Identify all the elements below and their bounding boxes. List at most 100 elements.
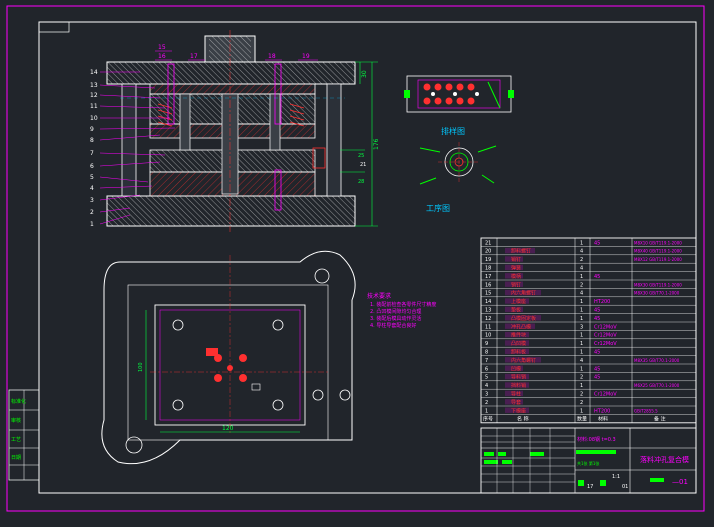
bom-name-6: 凹模 bbox=[511, 365, 521, 372]
upper-die-seat bbox=[106, 61, 356, 85]
bom-highlight-19 bbox=[505, 256, 523, 262]
balloon-1: 1 bbox=[90, 221, 94, 228]
bom-mat-5: 45 bbox=[594, 375, 600, 381]
tech-req-3: 3. 装配后模具动作灵活 bbox=[370, 315, 421, 322]
bom-name-4: 挡料销 bbox=[511, 382, 526, 389]
bom-mat-13: 45 bbox=[594, 308, 600, 314]
bom-std-15: M8X30 GB/T70.1-2000 bbox=[634, 291, 680, 296]
lower-screw bbox=[274, 169, 282, 211]
bom-no-11: 11 bbox=[485, 324, 491, 330]
bom-mat-3: Cr12MoV bbox=[594, 392, 617, 398]
balloon-10: 10 bbox=[90, 115, 98, 122]
strip-layout-view[interactable]: 排样图 bbox=[404, 75, 514, 136]
guide-post-left bbox=[121, 83, 137, 197]
front-section-view[interactable] bbox=[106, 30, 356, 232]
weight-label: 01 bbox=[622, 484, 628, 490]
bom-highlight-6 bbox=[505, 365, 523, 371]
bom-name-1: 下模座 bbox=[511, 407, 526, 414]
sheet-border bbox=[6, 5, 705, 512]
bom-qty-12: 1 bbox=[580, 316, 583, 322]
drawing-number: —01 bbox=[672, 478, 688, 486]
bom-no-5: 5 bbox=[485, 375, 488, 381]
bom-highlight-8 bbox=[505, 348, 529, 355]
bom-qty-8: 1 bbox=[580, 350, 583, 356]
bom-no-9: 9 bbox=[485, 341, 488, 347]
tech-req-1: 1. 装配前检查各零件尺寸精度 bbox=[370, 301, 436, 308]
bom-name-19: 销钉 bbox=[511, 256, 521, 263]
bom-header-name: 名 称 bbox=[517, 416, 529, 423]
bom-no-6: 6 bbox=[485, 366, 488, 372]
bom-no-7: 7 bbox=[485, 358, 488, 364]
bom-no-20: 20 bbox=[485, 249, 491, 255]
bom-name-11: 冲孔凸模 bbox=[511, 323, 531, 330]
bom-qty-9: 1 bbox=[580, 341, 583, 347]
bom-highlight-20 bbox=[505, 247, 535, 254]
bom-highlight-4 bbox=[505, 382, 529, 388]
bom-header-no: 序号 bbox=[483, 416, 493, 423]
bom-mat-6: 45 bbox=[594, 366, 600, 372]
workpiece-label: 工序图 bbox=[426, 203, 450, 213]
qty-label: 17 bbox=[587, 484, 593, 490]
bom-highlight-17 bbox=[505, 273, 523, 279]
bom-name-3: 导柱 bbox=[511, 391, 521, 398]
bom-name-15: 内六角螺钉 bbox=[511, 290, 536, 297]
balloon-3: 3 bbox=[90, 197, 94, 204]
bom-highlight-15 bbox=[505, 289, 541, 296]
strip-label-1: 审核 bbox=[11, 417, 21, 424]
part-balloons: 14 13 12 11 10 9 8 7 6 5 4 3 2 1 15 16 1… bbox=[90, 44, 318, 228]
bom-name-17: 模柄 bbox=[511, 273, 521, 280]
punch-1 bbox=[179, 93, 191, 151]
bom-highlight-9 bbox=[505, 340, 529, 346]
balloon-2: 2 bbox=[90, 209, 94, 216]
bom-name-20: 卸料螺钉 bbox=[511, 248, 531, 255]
balloon-4: 4 bbox=[90, 185, 94, 192]
balloon-21: 21 bbox=[360, 162, 366, 168]
bom-highlight-16 bbox=[505, 281, 523, 287]
backing-plate bbox=[149, 83, 316, 95]
bom-mat-9: Cr12MoV bbox=[594, 341, 617, 347]
top-label-16: 16 bbox=[158, 53, 166, 60]
part-name: 落料冲孔复合模 bbox=[640, 455, 689, 464]
bom-qty-7: 4 bbox=[580, 358, 583, 364]
bom-highlight-10 bbox=[505, 331, 529, 338]
bom-std-4: M6X25 GB/T70.1-2000 bbox=[634, 383, 680, 388]
bom-no-15: 15 bbox=[485, 291, 491, 297]
bom-name-16: 销钉 bbox=[511, 281, 521, 288]
corner-box bbox=[38, 21, 70, 33]
lower-die-seat bbox=[106, 195, 356, 227]
bom-no-17: 17 bbox=[485, 274, 491, 280]
bom-no-21: 21 bbox=[485, 240, 491, 246]
bom-highlight-11 bbox=[505, 323, 535, 329]
bom-std-20: M8X40 GB/T119.1-2000 bbox=[634, 249, 682, 254]
tech-req-4: 4. 导柱导套配合良好 bbox=[370, 322, 416, 329]
bom-header-std: 备 注 bbox=[654, 416, 666, 423]
plan-view[interactable]: 120 100 bbox=[101, 250, 356, 465]
bom-std-16: M8X30 GB/T119.1-2000 bbox=[634, 282, 682, 287]
bom-qty-3: 2 bbox=[580, 392, 583, 398]
balloon-12: 12 bbox=[90, 92, 98, 99]
bom-name-18: 弹簧 bbox=[511, 265, 521, 272]
title-block[interactable]: 材料:08钢 t=0.3 落料冲孔复合模 —01 1:1 17 01 共1张 第… bbox=[480, 427, 697, 494]
bom-qty-15: 4 bbox=[580, 291, 583, 297]
bom-no-3: 3 bbox=[485, 392, 488, 398]
material-note: 材料:08钢 t=0.3 bbox=[577, 436, 616, 443]
bom-name-10: 推件块 bbox=[511, 332, 526, 339]
screw-right bbox=[274, 63, 282, 125]
bom-name-9: 凸凹模 bbox=[511, 340, 526, 347]
bom-qty-10: 1 bbox=[580, 333, 583, 339]
bom-name-2: 导套 bbox=[511, 399, 521, 406]
bom-std-7: M8X35 GB/T70.1-2000 bbox=[634, 358, 680, 363]
layout-label: 排样图 bbox=[441, 126, 465, 136]
bom-qty-1: 1 bbox=[580, 408, 583, 414]
tech-req-title: 技术要求 bbox=[367, 292, 391, 300]
dim-plate-b: 28 bbox=[358, 179, 364, 185]
bom-no-12: 12 bbox=[485, 316, 491, 322]
workpiece-view[interactable]: 工序图 bbox=[419, 142, 497, 213]
bom-no-10: 10 bbox=[485, 333, 491, 339]
vertical-dimensions bbox=[340, 61, 378, 227]
bom-no-8: 8 bbox=[485, 350, 488, 356]
strip-label-2: 工艺 bbox=[11, 437, 21, 443]
balloon-6: 6 bbox=[90, 163, 94, 170]
